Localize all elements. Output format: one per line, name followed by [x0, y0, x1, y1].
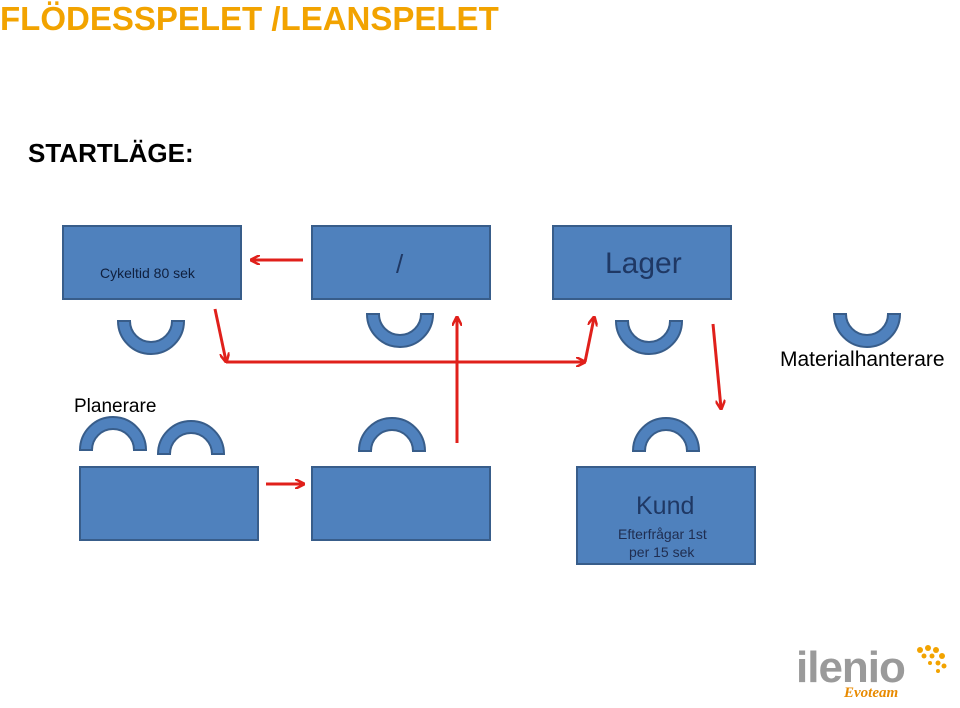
operator-arc-2	[365, 313, 435, 348]
material-handler-label: Materialhanterare	[780, 348, 945, 371]
ilenio-logo: ilenio Evoteam	[790, 640, 955, 706]
material-handler-arc	[832, 313, 902, 348]
logo-wordmark: ilenio	[796, 643, 906, 692]
logo-dots-icon	[917, 645, 947, 673]
planner-arc-1	[78, 416, 148, 451]
station-box-1: Cykeltid 80 sek	[62, 225, 242, 300]
customer-demand-line1: Efterfrågar 1st	[618, 526, 707, 542]
warehouse-box: Lager	[552, 225, 732, 300]
planner-box-1	[79, 466, 259, 541]
page-title: FLÖDESSPELET /LEANSPELET	[0, 0, 499, 37]
operator-arc-3	[614, 320, 684, 355]
arrow-down-left	[213, 308, 226, 361]
planner-box-2	[311, 466, 491, 541]
start-state-heading: STARTLÄGE:	[28, 138, 194, 168]
cycle-time-label: Cykeltid 80 sek	[100, 265, 195, 281]
planner-label: Planerare	[74, 396, 157, 417]
operator-arc-bottom-1	[357, 417, 427, 452]
customer-demand-line2: per 15 sek	[629, 544, 695, 560]
arrow-up-to-warehouse	[583, 318, 594, 363]
customer-label: Kund	[636, 492, 695, 520]
warehouse-label: Lager	[605, 247, 682, 280]
arrow-down-right	[711, 323, 721, 408]
customer-box: Kund Efterfrågar 1st per 15 sek	[576, 466, 756, 565]
station-box-2: /	[311, 225, 491, 300]
operator-arc-bottom-2	[631, 417, 701, 452]
operator-arc-1	[116, 320, 186, 355]
logo-subtitle: Evoteam	[844, 685, 899, 701]
station-2-label: /	[396, 249, 404, 279]
planner-arc-2	[156, 420, 226, 455]
